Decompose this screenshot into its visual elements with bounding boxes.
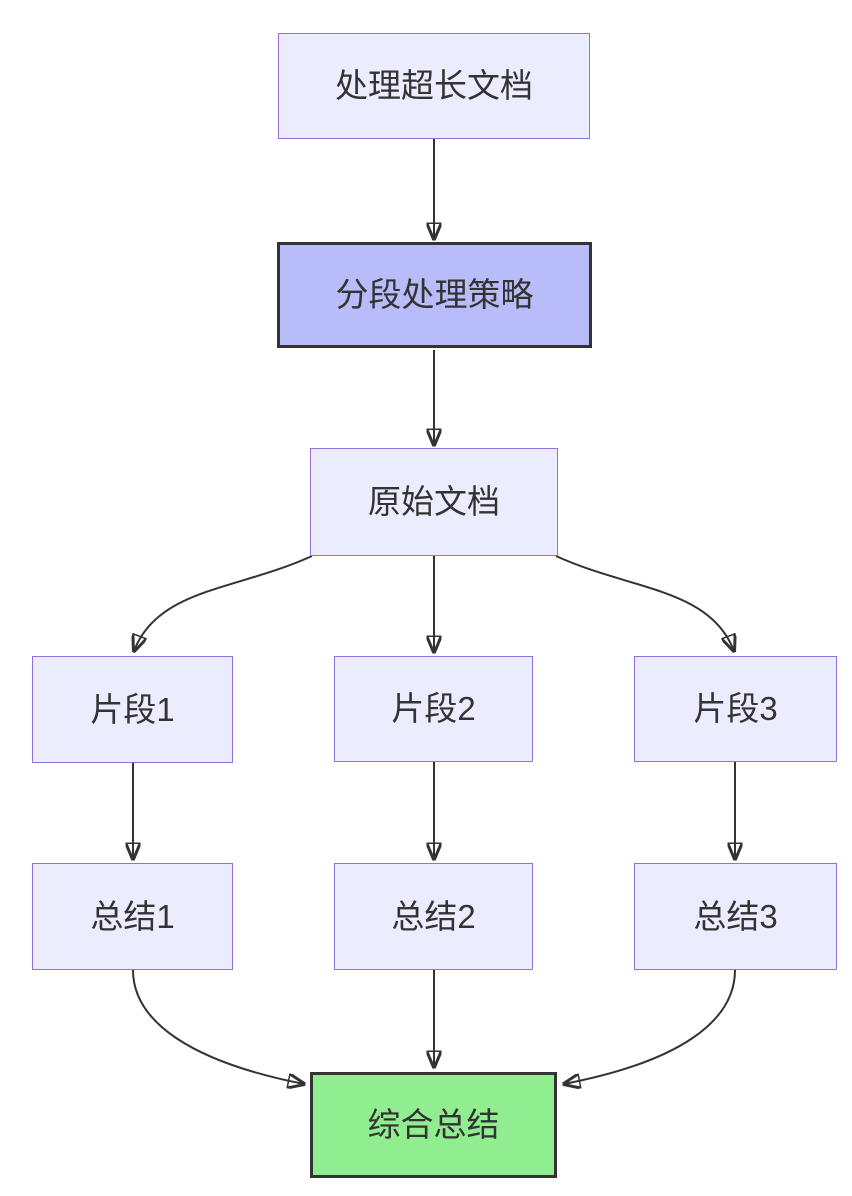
node-label: 综合总结 bbox=[367, 1106, 500, 1144]
node-label: 总结1 bbox=[90, 897, 175, 935]
node-label: 原始文档 bbox=[368, 483, 500, 521]
node-label: 片段2 bbox=[391, 690, 476, 728]
node-label: 处理超长文档 bbox=[335, 67, 533, 105]
node-summary-1: 总结1 bbox=[32, 863, 233, 970]
node-fragment-3: 片段3 bbox=[634, 656, 837, 762]
node-combined-summary: 综合总结 bbox=[310, 1072, 557, 1178]
node-segmented-processing-strategy: 分段处理策略 bbox=[277, 242, 592, 348]
node-fragment-2: 片段2 bbox=[334, 656, 533, 762]
edge-e1-f bbox=[132, 969, 304, 1084]
node-fragment-1: 片段1 bbox=[32, 656, 233, 763]
node-label: 总结2 bbox=[391, 897, 476, 935]
node-label: 分段处理策略 bbox=[335, 276, 534, 314]
node-label: 片段3 bbox=[693, 690, 778, 728]
node-label: 总结3 bbox=[693, 897, 778, 935]
node-summary-2: 总结2 bbox=[334, 863, 533, 970]
node-label: 片段1 bbox=[90, 690, 175, 728]
edge-e3-f bbox=[564, 969, 736, 1084]
edge-c-d1 bbox=[134, 555, 313, 651]
node-handle-long-document: 处理超长文档 bbox=[278, 33, 590, 139]
node-original-document: 原始文档 bbox=[310, 448, 558, 556]
node-summary-3: 总结3 bbox=[634, 863, 837, 970]
edge-c-d3 bbox=[555, 555, 734, 651]
